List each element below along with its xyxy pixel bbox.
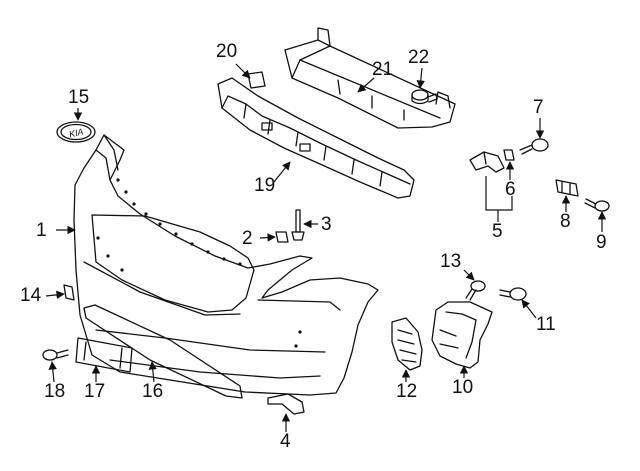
clip-20-part xyxy=(247,71,266,89)
callout-1: 1 xyxy=(36,220,47,241)
callout-7: 7 xyxy=(533,97,544,118)
callout-2: 2 xyxy=(242,228,253,249)
bolt-22-part xyxy=(411,89,438,105)
callout-22: 22 xyxy=(408,47,430,68)
callout-21: 21 xyxy=(372,59,394,80)
callout-3: 3 xyxy=(321,214,332,235)
license-bracket-part xyxy=(75,337,133,373)
callout-11: 11 xyxy=(536,314,556,335)
vent-grille-12-part xyxy=(391,317,423,371)
bolt-3-part xyxy=(291,209,305,241)
callout-10: 10 xyxy=(452,377,474,398)
leader-16 xyxy=(148,361,157,383)
callout-19: 19 xyxy=(254,175,276,196)
leader-2 xyxy=(259,233,276,242)
bracket-8-part xyxy=(555,179,579,197)
leader-20 xyxy=(235,63,251,79)
callout-4: 4 xyxy=(280,431,291,452)
nut-clip-2-part xyxy=(275,231,289,243)
bumper-clip-holes xyxy=(96,178,302,348)
lower-trim-strip-part xyxy=(83,304,243,399)
leader-13 xyxy=(463,269,475,281)
callout-20: 20 xyxy=(216,41,238,62)
bumper-cover-part xyxy=(73,134,379,396)
bracket-5-part xyxy=(469,151,505,173)
callout-9: 9 xyxy=(596,232,607,253)
leader-21 xyxy=(357,77,375,93)
leader-18 xyxy=(48,361,57,383)
leader-19 xyxy=(273,161,291,183)
leader-14 xyxy=(45,290,65,300)
screw-11-part xyxy=(499,287,527,301)
callout-14: 14 xyxy=(20,285,42,306)
clip-6-part xyxy=(503,149,515,161)
callout-13: 13 xyxy=(440,251,462,272)
leader-22 xyxy=(416,67,425,89)
callout-6: 6 xyxy=(505,179,516,200)
callout-16: 16 xyxy=(142,381,164,402)
callout-17: 17 xyxy=(84,381,106,402)
side-bracket-10-part xyxy=(431,301,493,369)
energy-absorber-part xyxy=(217,77,415,199)
reinforcement-beam-part xyxy=(284,27,456,129)
callout-8: 8 xyxy=(560,211,571,232)
screw-18-part xyxy=(42,349,69,361)
screw-9-part xyxy=(584,198,610,212)
kia-badge-text: KIA xyxy=(68,127,84,140)
clip-14-part xyxy=(63,284,75,301)
bolt-7-part xyxy=(519,138,549,155)
leader-11 xyxy=(521,299,537,319)
kia-emblem-part xyxy=(56,121,96,143)
callout-18: 18 xyxy=(44,381,66,402)
leader-5 xyxy=(485,176,513,222)
callout-5: 5 xyxy=(492,221,503,242)
screw-13-part xyxy=(465,280,486,301)
molding-4-part xyxy=(267,393,305,415)
callout-15: 15 xyxy=(68,87,90,108)
callout-12: 12 xyxy=(396,381,418,402)
